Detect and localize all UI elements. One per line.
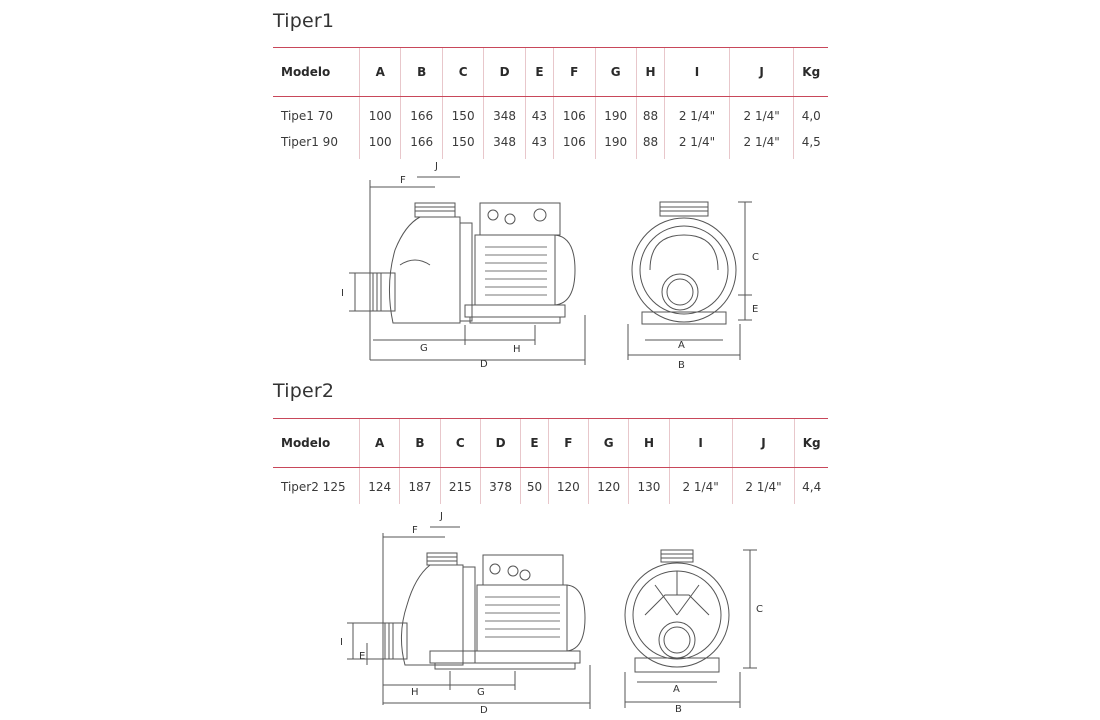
header-cell: E	[524, 47, 554, 97]
table-cell: 190	[594, 129, 637, 159]
table-cell: 43	[524, 96, 554, 129]
header-cell: H	[635, 47, 665, 97]
header-cell: G	[588, 418, 629, 468]
table-cell: Tiper2 125	[281, 480, 346, 494]
header-cell: G	[594, 47, 637, 97]
table-cell: 166	[400, 96, 443, 129]
dim-label: F	[400, 175, 406, 186]
table-cell: 150	[441, 96, 484, 129]
header-cell: B	[399, 418, 441, 468]
table-cell: 100	[358, 129, 401, 159]
tiper1-side-view-drawing: F J I G H D	[341, 161, 586, 370]
table-cell: 2 1/4"	[728, 129, 794, 159]
table-cell: 150	[441, 129, 484, 159]
dim-label: D	[480, 705, 488, 715]
header-cell: Modelo	[273, 47, 360, 97]
dim-label: A	[678, 340, 685, 351]
dim-label: E	[359, 651, 365, 662]
table-cell: Tipe1 70	[281, 109, 334, 123]
header-cell: C	[439, 418, 481, 468]
tiper2-side-view-drawing: F J I E H G D	[340, 511, 591, 715]
table-cell: Tiper1 90	[281, 135, 338, 149]
table-cell: 43	[524, 129, 554, 159]
dim-label: C	[756, 604, 763, 615]
table-cell: 2 1/4"	[664, 129, 730, 159]
table-cell: 124	[358, 467, 400, 504]
table-cell: 4,0	[793, 96, 828, 129]
table-cell: 348	[483, 96, 526, 129]
table-cell: 348	[483, 129, 526, 159]
spec-table-tiper1: Modelo A B C D E F G H I J Kg Tipe1 70 1…	[273, 47, 828, 159]
header-cell: I	[664, 47, 730, 97]
table-cell: 215	[439, 467, 481, 504]
table-cell: 4,4	[794, 467, 828, 504]
table-cell: 120	[588, 467, 629, 504]
header-cell: C	[441, 47, 484, 97]
spec-table-tiper2: Modelo A B C D E F G H I J Kg Tiper2 125…	[273, 418, 828, 504]
dim-label: I	[341, 288, 344, 299]
table-cell: 2 1/4"	[668, 467, 733, 504]
dim-label: H	[411, 687, 419, 698]
header-cell: J	[731, 418, 795, 468]
table-cell: 2 1/4"	[664, 96, 730, 129]
dim-label: A	[673, 684, 680, 695]
dim-label: E	[752, 304, 758, 315]
table-row: Tiper1 90 100 166 150 348 43 106 190 88 …	[273, 129, 828, 159]
table-cell: 130	[628, 467, 670, 504]
section-title-tiper2: Tiper2	[273, 380, 335, 402]
table-header-row: Modelo A B C D E F G H I J Kg	[273, 418, 828, 468]
header-cell: Kg	[793, 47, 828, 97]
dim-label: J	[439, 511, 443, 522]
header-cell: D	[479, 418, 521, 468]
table-header-row: Modelo A B C D E F G H I J Kg	[273, 47, 828, 97]
header-cell: B	[400, 47, 443, 97]
header-cell: H	[628, 418, 670, 468]
table-row: Tipe1 70 100 166 150 348 43 106 190 88 2…	[273, 96, 828, 129]
table-cell: 106	[553, 96, 595, 129]
table-cell: 4,5	[793, 129, 828, 159]
tiper1-front-view-drawing: C E A B	[627, 201, 759, 370]
section-title-tiper1: Tiper1	[273, 10, 335, 32]
header-cell: E	[520, 418, 549, 468]
table-row: Tiper2 125 124 187 215 378 50 120 120 13…	[273, 467, 828, 504]
tiper2-front-view-drawing: C A B	[624, 549, 763, 715]
header-cell: F	[547, 418, 589, 468]
table-cell: 2 1/4"	[728, 96, 794, 129]
dim-label: G	[420, 343, 428, 354]
header-cell: A	[358, 47, 401, 97]
table-cell: 166	[400, 129, 443, 159]
table-cell: 88	[635, 129, 665, 159]
dim-label: C	[752, 252, 759, 263]
header-cell: I	[668, 418, 733, 468]
header-cell: Kg	[794, 418, 828, 468]
table-cell: 88	[635, 96, 665, 129]
header-cell: F	[553, 47, 595, 97]
table-cell: 120	[547, 467, 589, 504]
dim-label: D	[480, 359, 488, 370]
table-cell: 190	[594, 96, 637, 129]
table-cell: 100	[358, 96, 401, 129]
dim-label: J	[434, 161, 438, 172]
header-cell: Modelo	[273, 418, 360, 468]
header-cell: A	[358, 418, 400, 468]
table-cell: 187	[399, 467, 441, 504]
header-cell: J	[728, 47, 794, 97]
dim-label: G	[477, 687, 485, 698]
dim-label: I	[340, 637, 343, 648]
table-cell: 378	[479, 467, 521, 504]
table-cell: 106	[553, 129, 595, 159]
table-cell: 50	[520, 467, 549, 504]
dim-label: H	[513, 344, 521, 355]
dim-label: F	[412, 525, 418, 536]
dim-label: B	[678, 360, 685, 370]
table-cell: 2 1/4"	[731, 467, 795, 504]
dim-label: B	[675, 704, 682, 715]
header-cell: D	[483, 47, 526, 97]
